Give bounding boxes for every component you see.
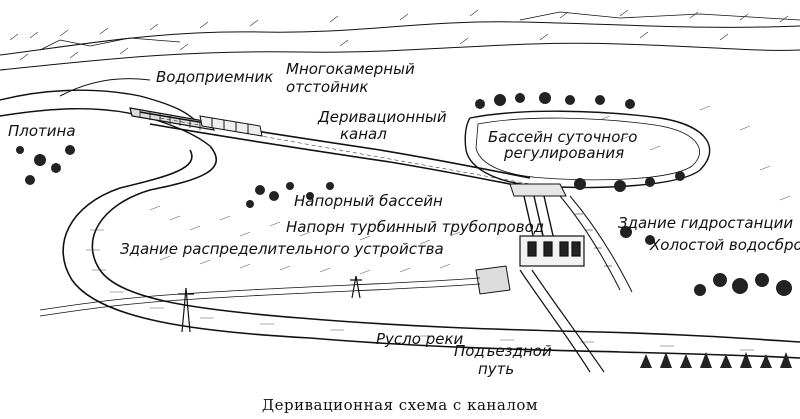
label-road-line1: Подъездной (454, 342, 552, 360)
label-dam: Плотина (8, 122, 76, 140)
label-canal-line2: канал (340, 125, 387, 143)
trees-center (246, 182, 334, 208)
label-intake: Водоприемник (156, 68, 273, 86)
label-road-line2: путь (478, 360, 514, 378)
forebay (509, 183, 567, 197)
label-switchyard: Здание распределительного устройства (120, 240, 444, 258)
figure-caption: Деривационная схема с каналом (262, 396, 538, 414)
label-settler-line2: отстойник (286, 78, 368, 96)
label-basin-line2: регулирования (503, 144, 624, 162)
hill-hatching (9, 9, 789, 61)
distant-hills (0, 11, 800, 71)
powerhouse (519, 235, 585, 267)
transmission-towers (178, 275, 362, 333)
label-canal-line1: Деривационный (317, 108, 447, 126)
label-penstock: Напорн турбинный трубопровод (286, 218, 544, 236)
penstocks (523, 195, 555, 241)
label-powerhouse: Здание гидростанции (618, 214, 793, 232)
label-settler-line1: Многокамерный (286, 60, 415, 78)
label-forebay: Напорный бассейн (294, 192, 443, 210)
label-basin-line1: Бассейн суточного (488, 128, 637, 146)
label-spillway: Холостой водосброс (649, 236, 800, 254)
trees-right (620, 226, 792, 296)
access-road (519, 269, 605, 373)
main-river (62, 145, 800, 359)
terrain-hatching (149, 105, 791, 275)
river-ripples (86, 229, 754, 351)
basin-trees (475, 92, 685, 192)
switchyard (475, 265, 511, 295)
spillway (559, 195, 633, 293)
trees-left (16, 145, 75, 185)
label-riverbed: Русло реки (376, 330, 464, 348)
settling-tank (199, 115, 263, 137)
transmission-lines (39, 277, 481, 317)
